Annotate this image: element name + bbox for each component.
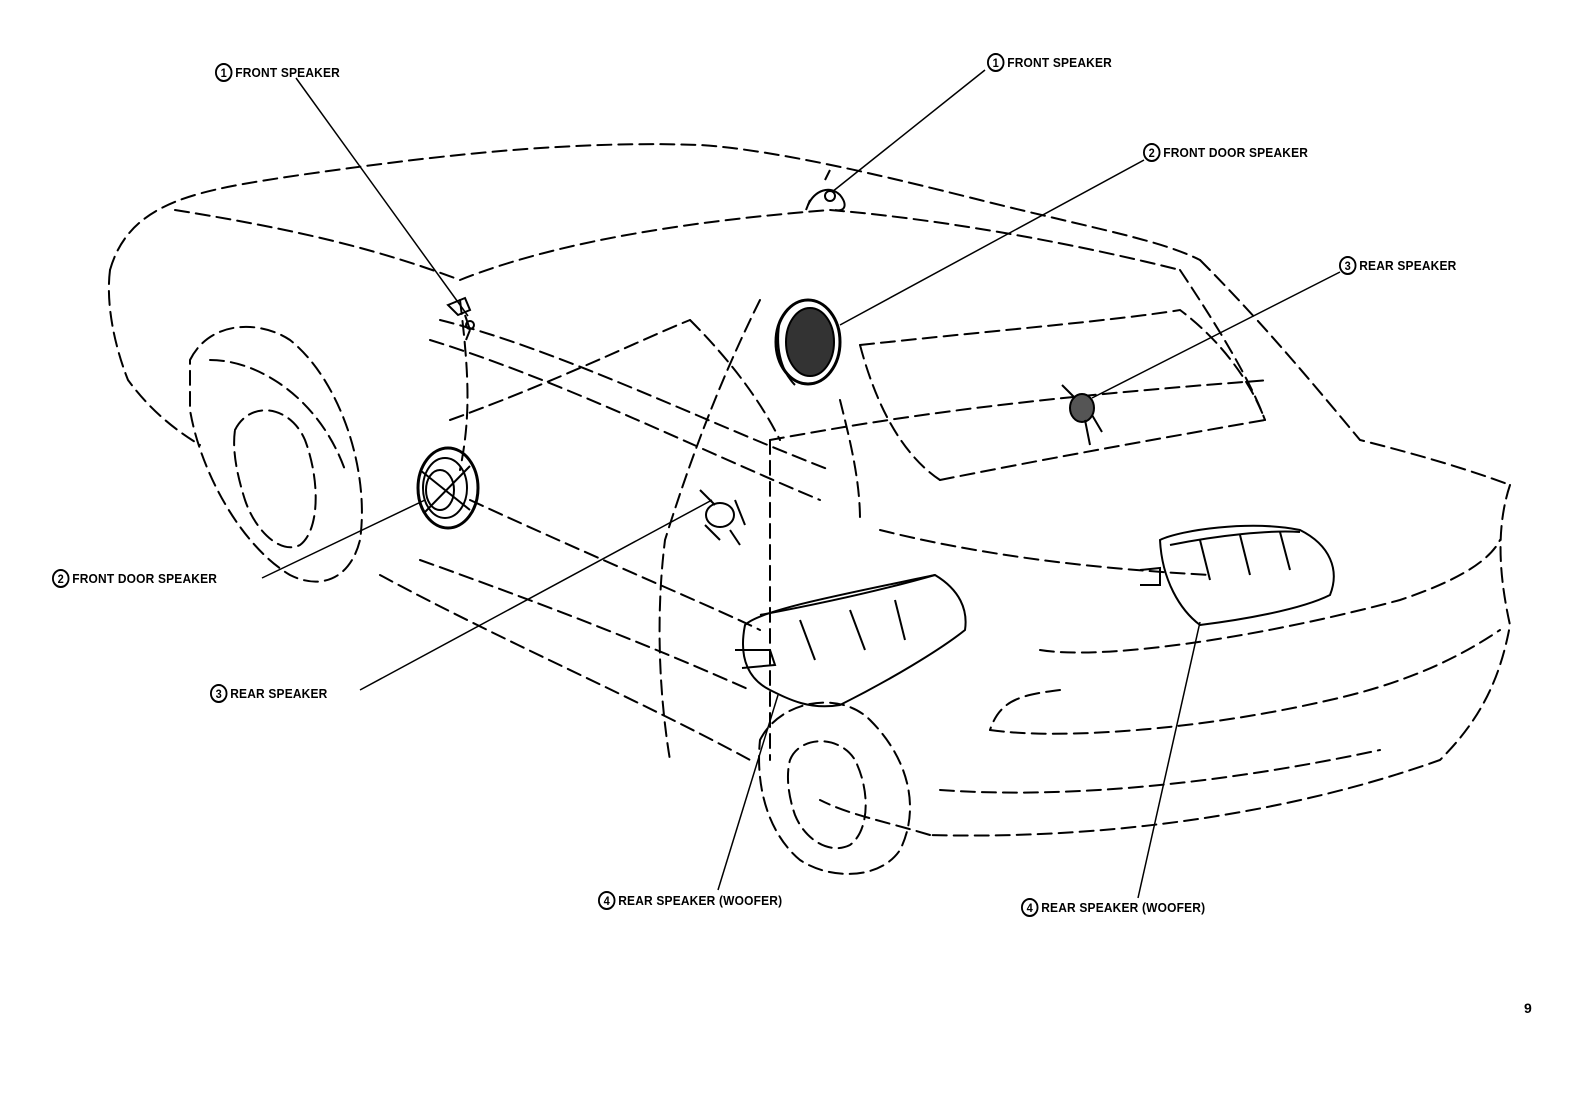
callout-front-door-speaker-right: 2 FRONT DOOR SPEAKER [1143,143,1308,162]
callout-number: 1 [987,53,1005,72]
callout-woofer-left: 4 REAR SPEAKER (WOOFER) [598,891,782,910]
rear-speaker-right [1061,384,1103,446]
callout-front-door-speaker-left: 2 FRONT DOOR SPEAKER [52,569,217,588]
leader-front-speaker-left [295,77,469,317]
page-number: 9 [1524,1000,1532,1016]
leader-rear-speaker-left [359,499,713,691]
callout-number: 4 [598,891,616,910]
front-speaker-left [446,296,475,341]
callout-label: REAR SPEAKER [230,686,328,701]
front-door-speaker-right [774,298,842,386]
callout-label: FRONT SPEAKER [235,65,340,80]
callout-number: 2 [1143,143,1161,162]
callout-rear-speaker-right: 3 REAR SPEAKER [1339,256,1456,275]
callout-number: 2 [52,569,70,588]
car-body-outline [107,143,1512,837]
callout-label: REAR SPEAKER [1359,258,1457,273]
rear-speaker-left [699,489,746,546]
leader-front-door-speaker-right [839,159,1145,326]
front-wheel [189,325,363,583]
woofer-left [735,573,967,708]
front-door-speaker-left [416,446,480,530]
leader-front-speaker-right [831,69,986,193]
callout-number: 4 [1021,898,1039,917]
callout-front-speaker-left: 1 FRONT SPEAKER [215,63,340,82]
front-speaker-right [805,169,846,212]
callout-rear-speaker-left: 3 REAR SPEAKER [210,684,327,703]
woofer-right [1139,524,1335,627]
callout-label: REAR SPEAKER (WOOFER) [1041,900,1206,915]
callout-front-speaker-right: 1 FRONT SPEAKER [987,53,1112,72]
callout-label: FRONT DOOR SPEAKER [1163,145,1309,160]
leader-rear-speaker-right [1091,271,1341,399]
callout-woofer-right: 4 REAR SPEAKER (WOOFER) [1021,898,1205,917]
leader-woofer-left [717,694,779,891]
callout-number: 3 [210,684,228,703]
callout-label: REAR SPEAKER (WOOFER) [618,893,783,908]
leader-woofer-right [1137,621,1201,899]
callout-number: 3 [1339,256,1357,275]
callout-label: FRONT SPEAKER [1007,55,1112,70]
leader-front-door-speaker-left [261,499,426,579]
rear-wheel [758,701,911,875]
callout-number: 1 [215,63,233,82]
callout-label: FRONT DOOR SPEAKER [72,571,218,586]
